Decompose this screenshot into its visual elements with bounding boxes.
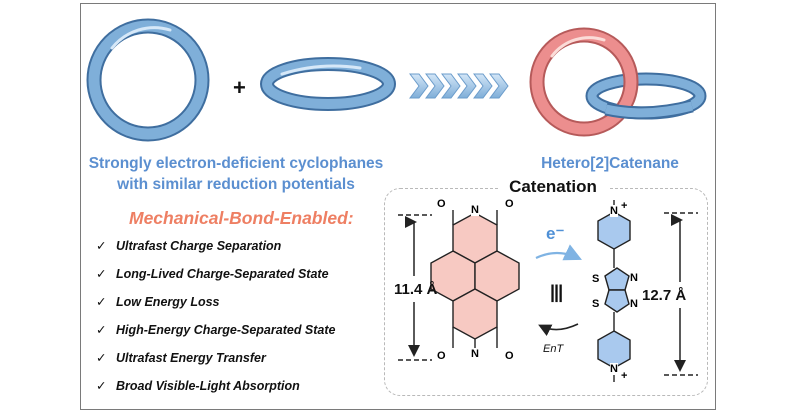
energy-transfer-label: EnT — [543, 343, 564, 355]
check-icon: ✓ — [96, 239, 107, 253]
check-icon: ✓ — [96, 351, 107, 365]
catenane-rings — [529, 27, 707, 137]
feature-item: ✓ Ultrafast Charge Separation — [96, 238, 281, 253]
atom-label-nitrogen: N — [610, 205, 618, 217]
feature-label: Ultrafast Charge Separation — [116, 239, 282, 253]
feature-label: High-Energy Charge-Separated State — [116, 323, 336, 337]
left-distance-label: 11.4 Å — [394, 281, 438, 298]
atom-label-oxygen: O — [505, 198, 514, 210]
feature-label: Low Energy Loss — [116, 295, 220, 309]
energy-transfer-arrow — [538, 323, 579, 337]
charge-label: + — [621, 370, 628, 382]
perylene-diimide-structure — [430, 206, 520, 350]
equivalence-symbol: ||| — [550, 282, 563, 302]
atom-label-nitrogen: N — [630, 298, 638, 310]
right-dimension-marker — [664, 212, 698, 376]
atom-label-sulfur: S — [592, 298, 600, 310]
atom-label-sulfur: S — [592, 273, 600, 285]
feature-item: ✓ Long-Lived Charge-Separated State — [96, 266, 329, 281]
check-icon: ✓ — [96, 323, 107, 337]
atom-label-nitrogen: N — [471, 204, 479, 216]
caption-cyclophanes: Strongly electron-deficient cyclophanes … — [86, 153, 386, 195]
catenation-title: Catenation — [498, 177, 608, 197]
atom-label-nitrogen: N — [471, 348, 479, 360]
feature-item: ✓ Broad Visible-Light Absorption — [96, 378, 300, 393]
atom-label-oxygen: O — [437, 198, 446, 210]
blue-ring-flat — [260, 57, 396, 111]
check-icon: ✓ — [96, 379, 107, 393]
caption-catenane: Hetero[2]Catenane — [541, 155, 679, 172]
caption-cyclophanes-line1: Strongly electron-deficient cyclophanes — [88, 155, 384, 172]
blue-ring-upright — [86, 18, 210, 142]
feature-label: Ultrafast Energy Transfer — [116, 351, 266, 365]
feature-item: ✓ Ultrafast Energy Transfer — [96, 350, 266, 365]
electron-label: e⁻ — [546, 224, 565, 243]
feature-label: Broad Visible-Light Absorption — [116, 379, 300, 393]
feature-label: Long-Lived Charge-Separated State — [116, 267, 329, 281]
feature-item: ✓ High-Energy Charge-Separated State — [96, 322, 336, 337]
electron-transfer-arrow — [535, 244, 582, 261]
feature-item: ✓ Low Energy Loss — [96, 294, 220, 309]
mechanical-bond-heading: Mechanical-Bond-Enabled: — [129, 208, 354, 228]
charge-label: + — [621, 200, 628, 212]
atom-label-oxygen: O — [437, 350, 446, 362]
atom-label-nitrogen: N — [610, 363, 618, 375]
left-dimension-marker — [398, 214, 432, 361]
right-distance-label: 12.7 Å — [642, 287, 687, 304]
atom-label-oxygen: O — [505, 350, 514, 362]
check-icon: ✓ — [96, 267, 107, 281]
chevron-arrows-icon — [409, 73, 509, 99]
check-icon: ✓ — [96, 295, 107, 309]
caption-cyclophanes-line2: with similar reduction potentials — [117, 176, 355, 193]
plus-sign: + — [233, 75, 246, 100]
atom-label-nitrogen: N — [630, 272, 638, 284]
